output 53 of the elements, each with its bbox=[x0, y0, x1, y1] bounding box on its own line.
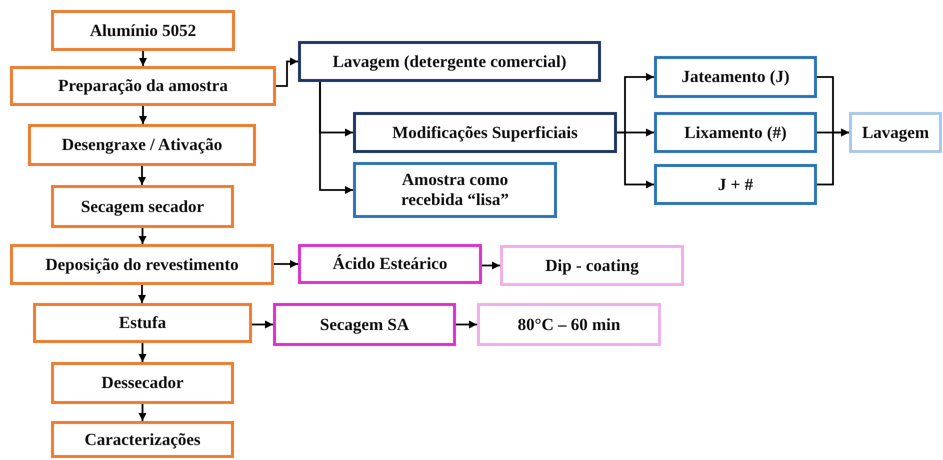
arrow bbox=[319, 82, 353, 194]
arrow bbox=[138, 228, 146, 244]
step-label: Preparação da amostra bbox=[58, 76, 228, 96]
arrow bbox=[817, 128, 849, 186]
process-box bbox=[298, 244, 482, 284]
process-box bbox=[849, 112, 942, 153]
step-label: Amostra como recebida “lisa” bbox=[400, 170, 510, 210]
process-box bbox=[10, 244, 274, 285]
arrow bbox=[139, 51, 147, 66]
arrow bbox=[456, 320, 477, 328]
process-box bbox=[654, 112, 817, 153]
arrow bbox=[138, 343, 146, 362]
step-label: Jateamento (J) bbox=[681, 67, 790, 87]
step-label: Alumínio 5052 bbox=[90, 20, 196, 40]
process-box bbox=[51, 421, 234, 458]
step-label: Estufa bbox=[118, 313, 166, 333]
arrow bbox=[617, 132, 654, 188]
process-box bbox=[500, 245, 684, 286]
arrow bbox=[138, 404, 146, 421]
process-box bbox=[654, 164, 817, 205]
process-box bbox=[477, 303, 661, 346]
arrow bbox=[139, 106, 147, 124]
step-label: Desengraxe / Ativação bbox=[62, 135, 222, 155]
arrow bbox=[138, 166, 146, 185]
step-label: Modificações Superficiais bbox=[392, 122, 578, 142]
process-box bbox=[33, 303, 252, 343]
step-label: Caracterizações bbox=[84, 430, 201, 450]
process-box bbox=[353, 112, 617, 153]
process-box bbox=[654, 56, 817, 98]
process-box bbox=[273, 303, 456, 346]
step-label: Deposição do revestimento bbox=[45, 254, 239, 274]
process-box bbox=[28, 124, 256, 166]
process-box bbox=[51, 10, 235, 51]
arrow bbox=[252, 320, 273, 328]
process-box bbox=[51, 185, 234, 228]
arrow bbox=[482, 262, 500, 270]
arrow bbox=[274, 260, 298, 268]
step-label: Lixamento (#) bbox=[684, 122, 787, 142]
step-label: Dip - coating bbox=[545, 256, 639, 276]
arrow bbox=[276, 58, 298, 87]
step-label: Lavagem bbox=[862, 122, 930, 142]
arrow bbox=[138, 285, 146, 303]
step-label: 80°C – 60 min bbox=[518, 314, 620, 334]
process-box bbox=[353, 162, 557, 218]
process-box bbox=[51, 362, 234, 404]
step-label: Secagem SA bbox=[320, 314, 410, 334]
process-box bbox=[10, 66, 276, 106]
step-label: Secagem secador bbox=[80, 196, 204, 216]
step-label: Dessecador bbox=[101, 373, 184, 393]
process-box bbox=[298, 41, 601, 82]
step-label: Lavagem (detergente comercial) bbox=[332, 52, 566, 72]
step-label: J + # bbox=[718, 174, 754, 194]
step-label: Ácido Esteárico bbox=[332, 254, 448, 274]
